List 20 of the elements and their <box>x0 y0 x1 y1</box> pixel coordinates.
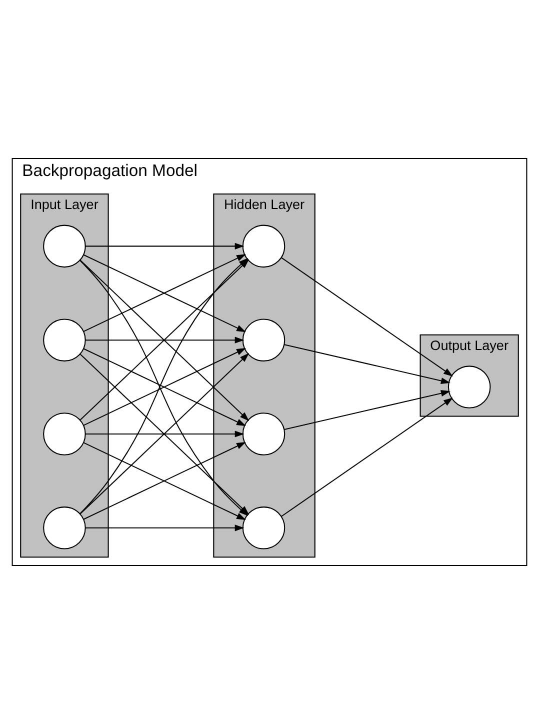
arrow <box>284 344 450 384</box>
node-circle <box>242 318 286 361</box>
cluster: Output Layer <box>420 334 519 416</box>
arrow <box>86 336 244 343</box>
node-circle <box>43 318 86 361</box>
arrow <box>86 430 244 437</box>
node-circle <box>448 365 491 408</box>
node-circle <box>43 224 86 268</box>
node-circle <box>242 506 286 549</box>
node-circle <box>43 412 86 455</box>
arrow <box>86 242 244 249</box>
node-circle <box>242 412 286 455</box>
arrow <box>86 524 244 531</box>
arrow <box>281 256 453 376</box>
arrow <box>281 397 453 516</box>
arrow <box>284 390 450 430</box>
node-circle <box>242 224 286 268</box>
node-circle <box>43 506 86 549</box>
cluster: Hidden Layer <box>213 192 316 558</box>
cluster: Input Layer <box>20 192 109 558</box>
